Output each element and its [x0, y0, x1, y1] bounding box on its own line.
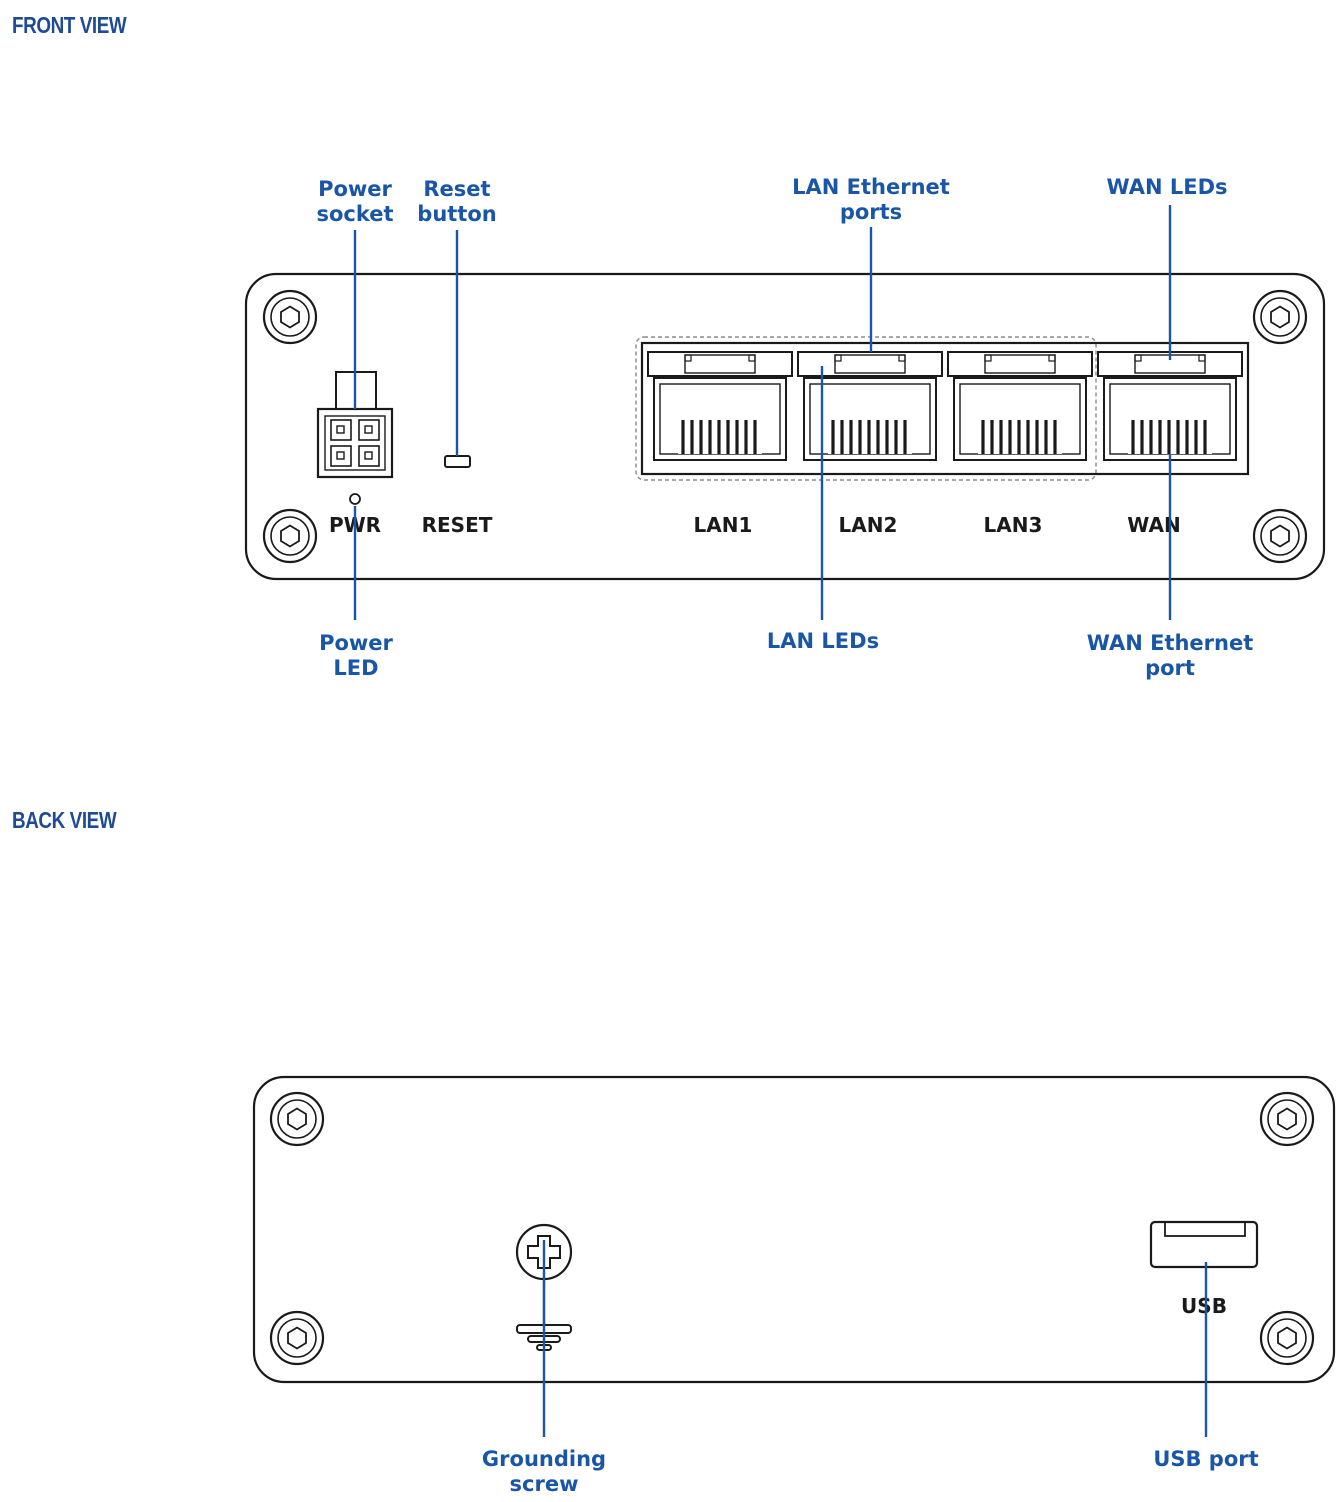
lan1-port[interactable]: [646, 350, 794, 462]
reset-button-callout-line2: button: [417, 202, 496, 226]
wan-leds-callout: WAN LEDs: [1106, 175, 1227, 199]
lan3-label: LAN3: [984, 513, 1043, 537]
power-socket-callout-line2: socket: [316, 202, 393, 226]
usb-port-callout: USB port: [1153, 1447, 1258, 1471]
front-bottom-right-screw: [1252, 508, 1308, 564]
wan-ethernet-port-callout-line2: port: [1145, 656, 1195, 680]
front-view-title: FRONT VIEW: [12, 12, 127, 38]
back-bottom-left-screw: [269, 1310, 325, 1366]
lan3-port[interactable]: [946, 350, 1094, 462]
front-panel: PWR RESET LAN1 LAN2 LAN3 WAN: [244, 272, 1326, 581]
front-top-right-screw: [1252, 289, 1308, 345]
back-top-left-screw: [269, 1091, 325, 1147]
grounding-screw-callout-line2: screw: [510, 1472, 579, 1496]
usb-port[interactable]: [1149, 1220, 1259, 1269]
wan-label: WAN: [1127, 513, 1180, 537]
back-panel: USB: [252, 1075, 1336, 1384]
lan-ports-group-outline: [635, 336, 1097, 481]
lan2-port[interactable]: [796, 350, 944, 462]
power-led-callout-line2: LED: [333, 656, 378, 680]
reset-button-callout-line1: Reset: [423, 177, 490, 201]
back-leader-lines: [542, 1240, 1208, 1437]
wan-ethernet-port-callout-line1: WAN Ethernet: [1087, 631, 1254, 655]
reset-label: RESET: [422, 513, 493, 537]
front-top-left-screw: [262, 289, 318, 345]
power-socket-callout-line1: Power: [318, 177, 392, 201]
lan2-label: LAN2: [839, 513, 898, 537]
back-bottom-right-screw: [1259, 1310, 1315, 1366]
back-top-right-screw: [1259, 1091, 1315, 1147]
front-leader-lines: [353, 205, 1172, 620]
grounding-screw-callout-line1: Grounding: [482, 1447, 606, 1471]
power-led: [349, 493, 361, 505]
power-led-callout-line1: Power: [319, 631, 393, 655]
reset-button[interactable]: [444, 455, 471, 468]
front-bottom-left-screw: [262, 508, 318, 564]
lan-ethernet-ports-callout-line1: LAN Ethernet: [792, 175, 950, 199]
wan-port[interactable]: [1096, 350, 1244, 462]
port-housing: [640, 341, 1250, 476]
lan-leds-callout: LAN LEDs: [767, 629, 879, 653]
lan-ethernet-ports-callout-line2: ports: [840, 200, 902, 224]
back-view-title: BACK VIEW: [12, 807, 117, 833]
lan1-label: LAN1: [694, 513, 753, 537]
usb-label: USB: [1181, 1294, 1227, 1318]
